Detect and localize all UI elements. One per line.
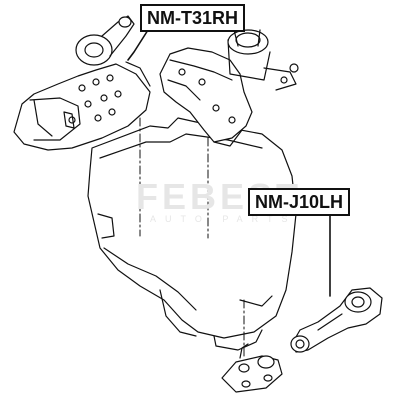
small-mount-bracket-part	[221, 343, 283, 393]
left-torque-rod-part	[290, 203, 383, 353]
engine-mount-bracket-part	[159, 29, 299, 147]
part-number-label-rh: NM-T31RH	[140, 4, 246, 32]
leader-lines	[127, 29, 149, 61]
watermark-subtext: AUTO PARTS	[150, 214, 297, 224]
part-number-label-lh: NM-J10LH	[248, 188, 351, 216]
right-engine-mount-part	[13, 15, 151, 151]
engine-block	[87, 117, 297, 351]
alignment-lines	[139, 117, 245, 357]
